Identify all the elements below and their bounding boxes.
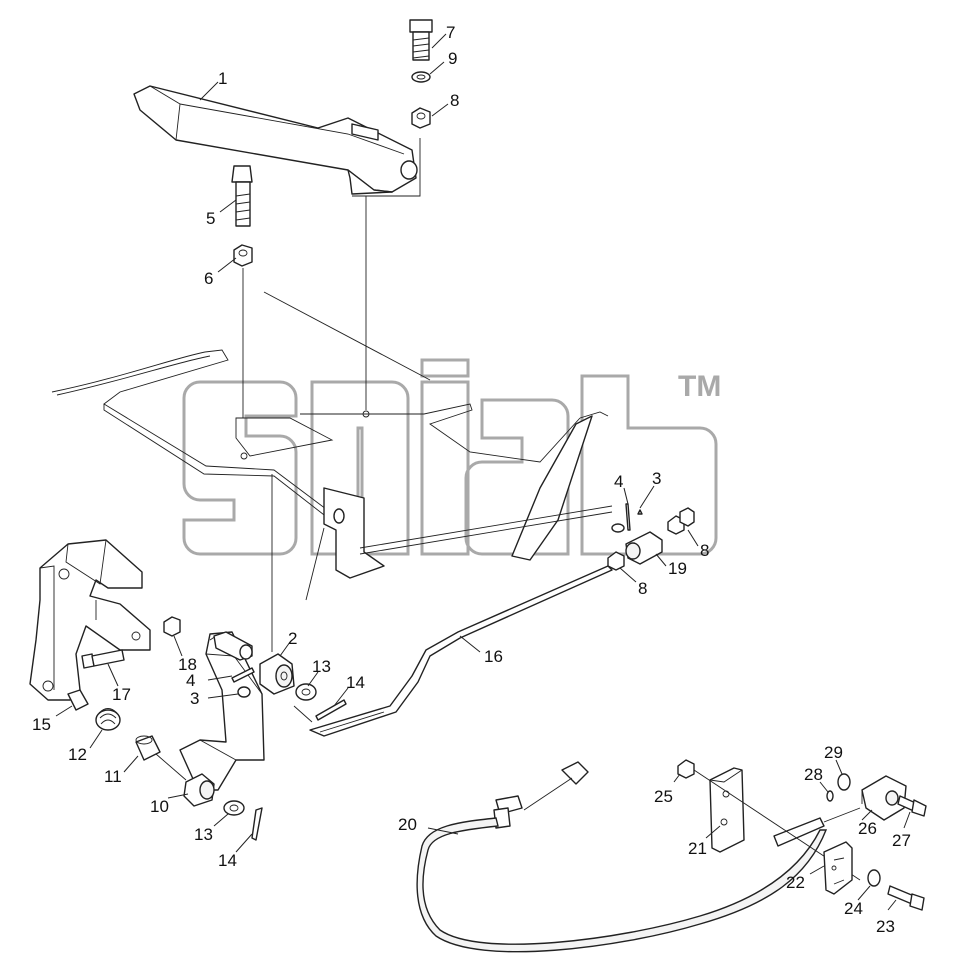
callout-25: 25 (654, 787, 673, 806)
callout-leaders (55, 33, 911, 911)
mounting-bracket (305, 487, 385, 601)
nut-part-8-top (411, 107, 431, 129)
callout-4-left: 4 (186, 671, 195, 690)
cotter-part-4-upper (231, 667, 255, 683)
callout-26: 26 (858, 819, 877, 838)
callout-17: 17 (112, 685, 131, 704)
callout-8-right-lower: 8 (638, 579, 647, 598)
leader-roller-dash (293, 705, 313, 723)
callout-5: 5 (206, 209, 215, 228)
bushing-part-11 (135, 735, 161, 761)
callout-21: 21 (688, 839, 707, 858)
callout-29: 29 (824, 743, 843, 762)
bolt-part-23 (887, 885, 925, 911)
cable-part-20 (416, 761, 861, 953)
watermark-logo: TM (182, 358, 721, 556)
callout-2: 2 (288, 629, 297, 648)
pin-part-15 (67, 689, 89, 711)
nut-part-6 (233, 244, 253, 267)
callout-19: 19 (668, 559, 687, 578)
callout-20: 20 (398, 815, 417, 834)
callout-4-right: 4 (614, 472, 623, 491)
leader-bracket-1 (352, 138, 421, 197)
washer-part-24 (867, 869, 881, 887)
washer-part-29 (837, 773, 851, 791)
bracket-part-21 (709, 767, 745, 853)
clamp-part-22 (823, 841, 853, 895)
nut-part-18 (163, 616, 181, 637)
callout-13-lower: 13 (194, 825, 213, 844)
cotter-part-14-lower (251, 807, 263, 841)
callout-6: 6 (204, 269, 213, 288)
bolt-part-7 (409, 19, 433, 61)
washer-part-3-right (611, 523, 625, 533)
nut-part-8-right-upper (667, 507, 695, 535)
callout-8-right-upper: 8 (700, 541, 709, 560)
callout-7: 7 (446, 23, 455, 42)
callout-10: 10 (150, 797, 169, 816)
callout-23: 23 (876, 917, 895, 936)
cotter-part-14-upper (315, 699, 347, 721)
callout-8-top: 8 (450, 91, 459, 110)
callout-14-lower: 14 (218, 851, 237, 870)
spring-part-12 (95, 708, 121, 731)
bolt-part-5 (231, 165, 253, 227)
pin-part-28 (826, 790, 834, 802)
callout-28: 28 (804, 765, 823, 784)
roller-part-10 (183, 773, 215, 807)
pedal-part-1 (133, 85, 418, 195)
rod (359, 505, 613, 555)
callout-15: 15 (32, 715, 51, 734)
cotter-part-4-right (625, 503, 631, 531)
washer-part-9 (411, 71, 431, 83)
callout-3-left: 3 (190, 689, 199, 708)
lever-arm-part-15 (29, 539, 151, 701)
callout-12: 12 (68, 745, 87, 764)
callout-22: 22 (786, 873, 805, 892)
pin-part-3-small (637, 509, 643, 515)
nut-part-25 (677, 759, 695, 779)
washer-part-13-lower (223, 800, 245, 816)
callout-labels: 1 7 9 8 5 6 4 3 8 19 8 2 16 18 17 4 3 13… (32, 23, 911, 936)
callout-9: 9 (448, 49, 457, 68)
nut-part-8-right-lower (607, 551, 625, 571)
callout-24: 24 (844, 899, 863, 918)
callout-3-right: 3 (652, 469, 661, 488)
link-rod-part-16 (309, 565, 613, 737)
roller-part-2 (259, 653, 295, 695)
pin-part-19 (625, 531, 663, 565)
washer-part-3-upper (237, 686, 251, 698)
callout-16: 16 (484, 647, 503, 666)
callout-18: 18 (178, 655, 197, 674)
callout-13-upper: 13 (312, 657, 331, 676)
bolt-part-27 (897, 795, 927, 817)
clevis-part-26 (861, 775, 907, 821)
trademark-text: TM (678, 370, 721, 403)
floor-plate (51, 291, 609, 536)
callout-1: 1 (218, 69, 227, 88)
pivot-bolt (213, 631, 253, 661)
callout-11: 11 (104, 767, 122, 786)
callout-27: 27 (892, 831, 911, 850)
bolt-part-17 (81, 649, 125, 669)
washer-part-13-upper (295, 683, 317, 701)
callout-14-upper: 14 (346, 673, 365, 692)
pedal-bracket-right (511, 415, 593, 561)
